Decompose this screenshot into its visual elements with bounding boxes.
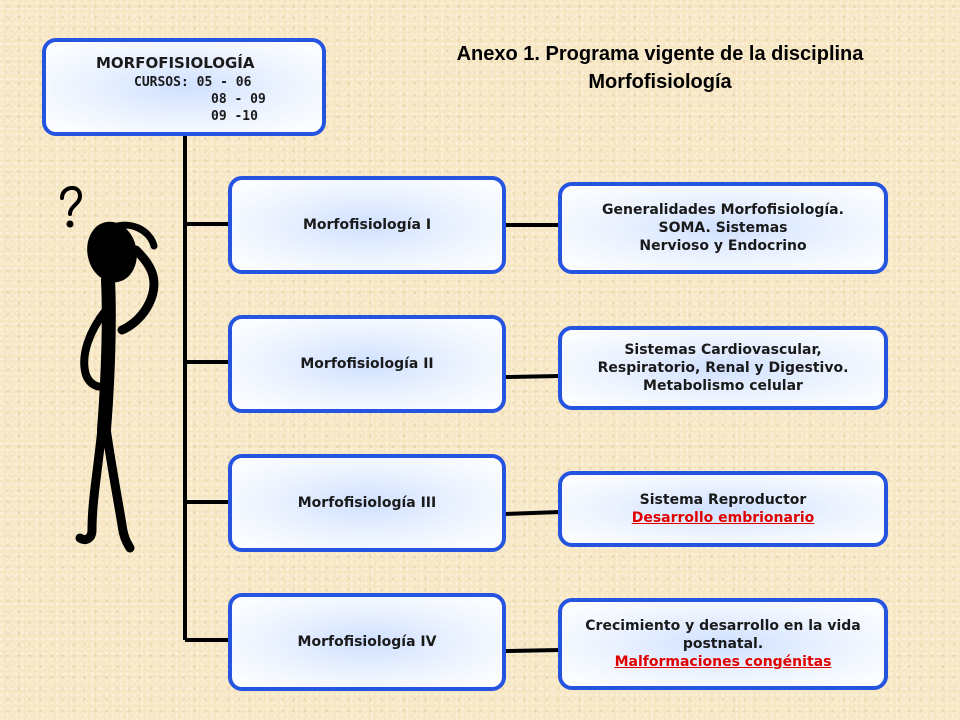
courses-line: 08 - 09	[96, 91, 322, 108]
content-line: Respiratorio, Renal y Digestivo.	[598, 359, 849, 377]
content-node-2: Sistemas Cardiovascular, Respiratorio, R…	[558, 326, 888, 410]
course-node-1: Morfofisiología I	[228, 176, 506, 274]
content-line: postnatal.	[683, 635, 763, 653]
content-line: Sistema Reproductor	[640, 491, 807, 509]
root-node: MORFOFISIOLOGÍA CURSOS: 05 - 06 08 - 09 …	[42, 38, 326, 136]
content-node-4: Crecimiento y desarrollo en la vida post…	[558, 598, 888, 690]
courses-line: CURSOS: 05 - 06	[96, 74, 322, 91]
content-highlight: Desarrollo embrionario	[632, 509, 815, 527]
content-line: Sistemas Cardiovascular,	[624, 341, 821, 359]
course-node-3: Morfofisiología III	[228, 454, 506, 552]
course-label: Morfofisiología IV	[298, 634, 437, 650]
content-line: Generalidades Morfofisiología.	[602, 201, 844, 219]
content-line: Nervioso y Endocrino	[639, 237, 806, 255]
course-label: Morfofisiología III	[298, 495, 436, 511]
courses-line: 09 -10	[96, 108, 322, 125]
content-node-3: Sistema Reproductor Desarrollo embrionar…	[558, 471, 888, 547]
root-title: MORFOFISIOLOGÍA	[96, 54, 322, 72]
content-highlight: Malformaciones congénitas	[615, 653, 832, 671]
course-label: Morfofisiología I	[303, 217, 431, 233]
content-line: SOMA. Sistemas	[659, 219, 788, 237]
content-line: Crecimiento y desarrollo en la vida	[585, 617, 860, 635]
course-node-2: Morfofisiología II	[228, 315, 506, 413]
thinking-figure-icon	[50, 180, 180, 560]
course-node-4: Morfofisiología IV	[228, 593, 506, 691]
course-label: Morfofisiología II	[300, 356, 433, 372]
content-line: Metabolismo celular	[643, 377, 803, 395]
content-node-1: Generalidades Morfofisiología. SOMA. Sis…	[558, 182, 888, 274]
